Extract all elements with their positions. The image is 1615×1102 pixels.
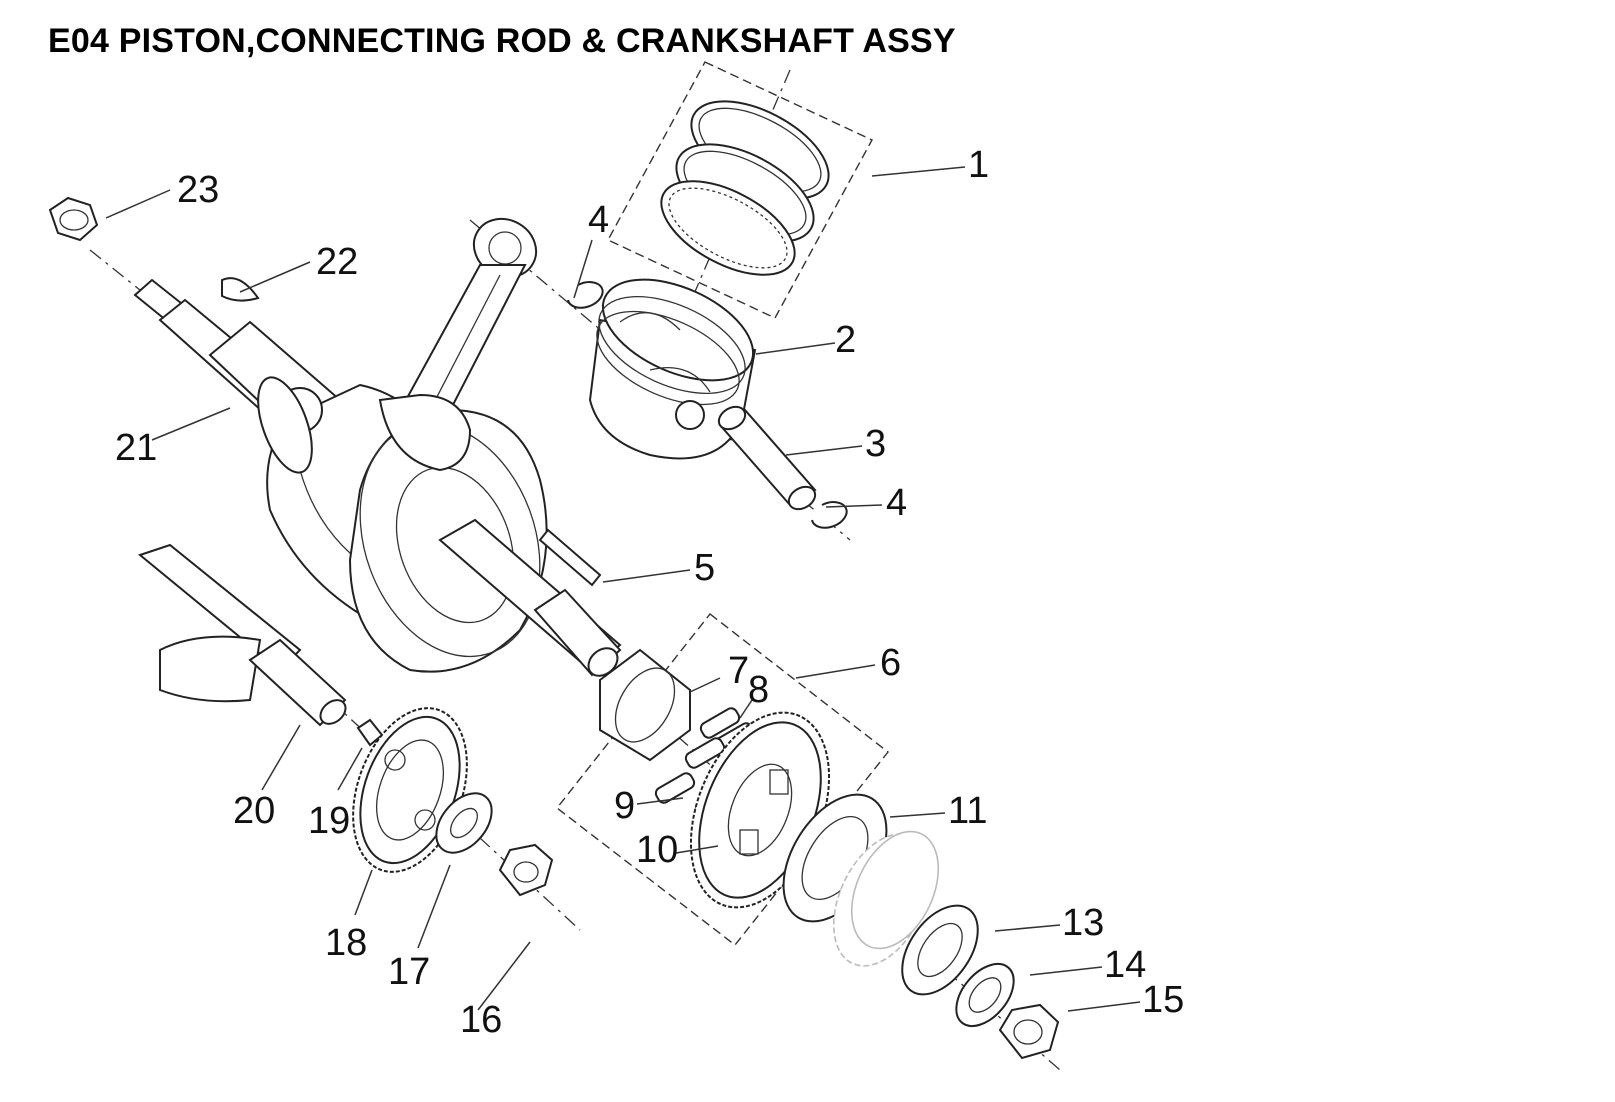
washer-17: [435, 792, 493, 854]
callout-16: 16: [460, 999, 502, 1041]
callout-11: 11: [948, 790, 987, 832]
piston-rings: [660, 100, 830, 276]
callout-2: 2: [835, 319, 856, 361]
callout-4b: 4: [886, 482, 907, 524]
callout-labels: 1 2 3 4 4 5 6 7 8 9 10 11 13 14 15 16 17…: [115, 144, 1184, 1041]
piston-pin: [717, 405, 817, 511]
woodruff-key: [221, 277, 260, 302]
callout-20: 20: [233, 790, 275, 832]
lock-washer-14: [955, 963, 1015, 1027]
callout-21: 21: [115, 427, 157, 469]
piston-ring-set-box: [607, 61, 873, 319]
callout-17: 17: [388, 951, 430, 993]
callout-9: 9: [614, 785, 635, 827]
callout-4a: 4: [588, 199, 609, 241]
leader-lines: [105, 166, 1141, 1012]
piston: [588, 278, 757, 460]
callout-5: 5: [694, 547, 715, 589]
page-title: E04 PISTON,CONNECTING ROD & CRANKSHAFT A…: [48, 22, 956, 60]
callout-18: 18: [325, 922, 367, 964]
callout-1: 1: [968, 144, 989, 186]
callout-22: 22: [316, 241, 358, 283]
starter-gear-ghost: [832, 830, 940, 967]
gear-assy-box: [556, 613, 889, 946]
crankshaft-nut: [48, 196, 99, 242]
balancer-shaft: [137, 543, 347, 727]
callout-8: 8: [748, 669, 769, 711]
crankshaft: [133, 278, 622, 677]
callout-10: 10: [636, 829, 678, 871]
nut-16: [498, 843, 554, 897]
connecting-rod: [378, 217, 538, 472]
timing-sprocket: [257, 376, 313, 474]
callout-15: 15: [1142, 979, 1184, 1021]
callout-3: 3: [865, 423, 886, 465]
damper-hub: [599, 648, 691, 762]
callout-7: 7: [728, 650, 749, 692]
callout-14: 14: [1104, 944, 1146, 986]
callout-6: 6: [880, 642, 901, 684]
callout-13: 13: [1062, 902, 1104, 944]
callout-23: 23: [177, 169, 219, 211]
washer-13: [901, 904, 979, 996]
shaft-key: [538, 528, 602, 587]
balancer-drive-gear: [352, 707, 468, 873]
callout-19: 19: [308, 800, 350, 842]
nut-15: [998, 1003, 1060, 1060]
